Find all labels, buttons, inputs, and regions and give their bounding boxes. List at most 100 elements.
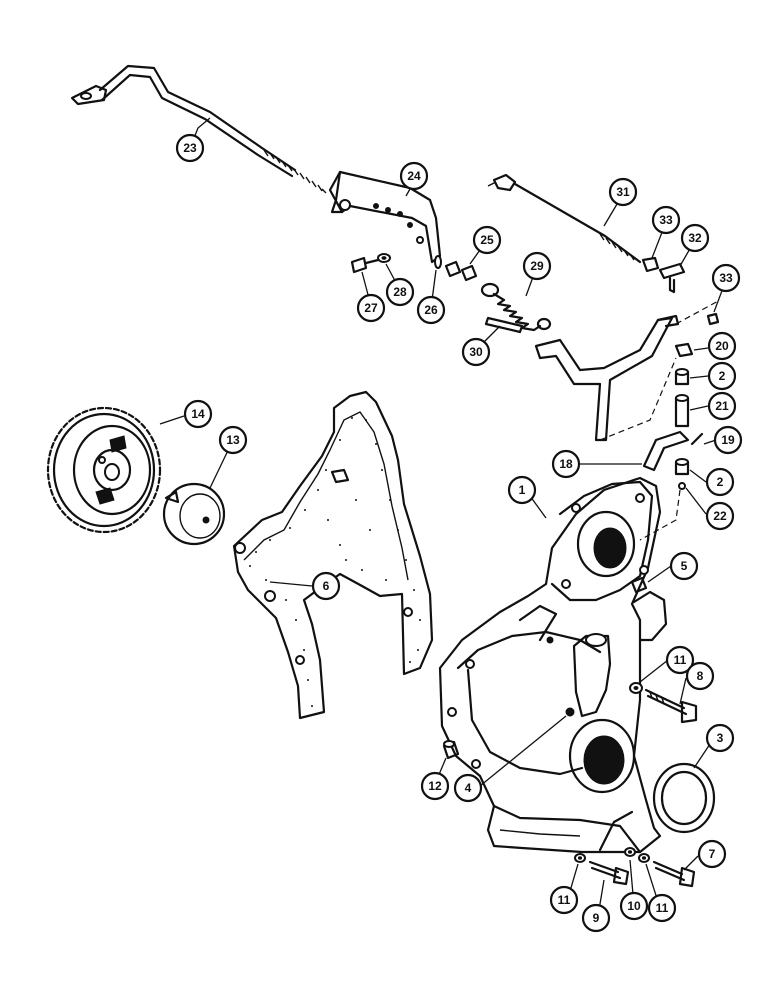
callout-label: 7 xyxy=(709,847,716,861)
callout: 10 xyxy=(619,891,649,921)
callout: 2 xyxy=(705,467,735,497)
callout-label: 23 xyxy=(183,141,197,155)
bushing-2-lower xyxy=(674,458,690,476)
nut-33-upper xyxy=(641,256,660,273)
callout-label: 31 xyxy=(616,185,630,199)
callout-circle xyxy=(183,399,213,429)
callout-circle xyxy=(461,337,491,367)
callout-circle xyxy=(707,391,737,421)
callout: 6 xyxy=(311,571,341,601)
callout: 20 xyxy=(707,331,737,361)
callout-label: 10 xyxy=(627,899,641,913)
callout-circle xyxy=(619,891,649,921)
assembly-guide-line xyxy=(639,489,681,541)
callout: 11 xyxy=(665,645,695,675)
callout: 5 xyxy=(669,551,699,581)
callout-label: 11 xyxy=(674,653,687,667)
callout: 24 xyxy=(399,161,429,191)
callout: 9 xyxy=(581,903,611,933)
callout-label: 13 xyxy=(226,433,240,447)
callout: 1 xyxy=(507,475,537,505)
shaft-21 xyxy=(674,394,690,428)
ball-22 xyxy=(678,482,686,490)
assembly-guide-line xyxy=(675,299,721,325)
callout: 13 xyxy=(218,425,248,455)
callout-label: 14 xyxy=(191,407,205,421)
callout-label: 22 xyxy=(713,509,727,523)
callout-circle xyxy=(581,903,611,933)
callout: 31 xyxy=(608,177,638,207)
callout-label: 2 xyxy=(719,369,726,383)
callout-label: 5 xyxy=(681,559,688,573)
callout-label: 11 xyxy=(656,901,669,915)
callout-label: 11 xyxy=(558,893,571,907)
callout-label: 12 xyxy=(428,779,442,793)
callout: 29 xyxy=(522,251,552,281)
bolt-7 xyxy=(652,860,696,888)
washer-28 xyxy=(377,253,391,263)
callout-label: 18 xyxy=(559,457,573,471)
callout: 14 xyxy=(183,399,213,429)
callout-circle xyxy=(608,177,638,207)
washer-11-lower-left xyxy=(574,853,586,863)
callout: 33 xyxy=(711,263,741,293)
callout-circle xyxy=(356,293,386,323)
callout-circle xyxy=(647,893,677,923)
callout-label: 30 xyxy=(469,345,483,359)
callout: 18 xyxy=(551,449,581,479)
callout-circle xyxy=(707,331,737,361)
callout-label: 1 xyxy=(519,483,526,497)
callout-circle xyxy=(472,225,502,255)
callout-label: 2 xyxy=(717,475,724,489)
callout-label: 27 xyxy=(364,301,378,315)
callout-label: 32 xyxy=(688,231,702,245)
callout: 32 xyxy=(680,223,710,253)
bolt-27 xyxy=(350,256,380,274)
callout-circle xyxy=(705,723,735,753)
callout-circle xyxy=(385,277,415,307)
callout: 19 xyxy=(713,425,743,455)
callout-circle xyxy=(549,885,579,915)
callout-label: 20 xyxy=(715,339,729,353)
callout: 26 xyxy=(416,295,446,325)
assembly-guide-line xyxy=(599,357,677,441)
pin-30 xyxy=(484,316,524,334)
bolt-9 xyxy=(588,860,630,886)
callout-circle xyxy=(713,425,743,455)
callout-label: 24 xyxy=(407,169,421,183)
callout: 28 xyxy=(385,277,415,307)
clip-26 xyxy=(434,255,442,269)
callout-circle xyxy=(651,205,681,235)
callout: 27 xyxy=(356,293,386,323)
front-cover-gasket xyxy=(232,390,434,720)
nut-33-lower xyxy=(706,312,720,326)
callout-label: 26 xyxy=(424,303,438,317)
callout-circle xyxy=(680,223,710,253)
callout-circle xyxy=(685,661,715,691)
callout-circle xyxy=(507,475,537,505)
nuts-25 xyxy=(444,260,478,282)
callout: 25 xyxy=(472,225,502,255)
washer-10 xyxy=(624,847,636,857)
washer-11-right xyxy=(629,682,643,694)
callout: 23 xyxy=(175,133,205,163)
callout-circle xyxy=(551,449,581,479)
oil-seal xyxy=(652,762,716,834)
nut-20 xyxy=(674,342,694,358)
callout: 21 xyxy=(707,391,737,421)
callout-label: 29 xyxy=(530,259,544,273)
thrust-plate xyxy=(162,482,226,546)
callout-circle xyxy=(453,773,483,803)
callout-circle xyxy=(707,361,737,391)
callout-label: 8 xyxy=(697,669,704,683)
callout: 3 xyxy=(705,723,735,753)
callout-label: 21 xyxy=(715,399,729,413)
throttle-rod xyxy=(70,64,327,194)
callout: 12 xyxy=(420,771,450,801)
callout-circle xyxy=(705,501,735,531)
control-lever xyxy=(534,314,680,442)
callout-circle xyxy=(175,133,205,163)
callout: 8 xyxy=(685,661,715,691)
callout-label: 4 xyxy=(465,781,472,795)
